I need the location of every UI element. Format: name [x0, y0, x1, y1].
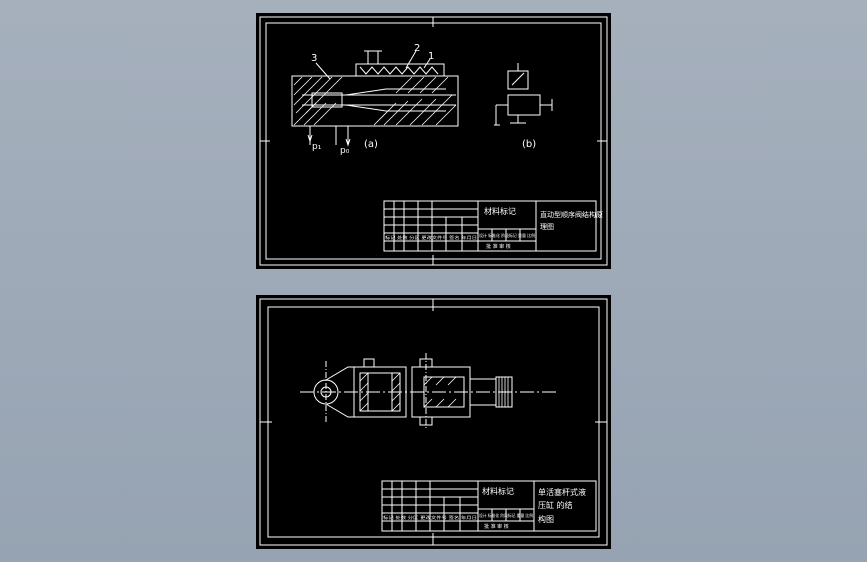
title-block-row-top-2: 设计 标准化 阶段标记 重量 比例 — [479, 232, 535, 238]
title-block-top — [383, 200, 597, 252]
title-block-row-bottom-1: 标记 处数 分区 更改文件号 签名 年月日 — [383, 514, 477, 520]
title-block-header-top: 材料标记 — [484, 206, 516, 216]
title-block-approval-top: 批 准 审 核 — [486, 243, 511, 250]
drawing-bottom-svg: 材料标记 单活塞杆式液 压缸 的结 构图 标记 处数 分区 更改文件号 签名 年… — [259, 298, 608, 546]
drawing-title-bottom-line3: 构图 — [538, 514, 554, 524]
drawing-title-bottom-line1: 单活塞杆式液 — [538, 487, 586, 497]
part-label-3: 3 — [311, 53, 317, 64]
sequence-valve-symbol — [494, 63, 553, 126]
title-block-header-bottom: 材料标记 — [482, 486, 514, 496]
pressure-label-p1: p₁ — [312, 142, 322, 152]
pressure-label-p0: p₀ — [340, 146, 350, 156]
title-block-row-top-1: 标记 处数 分区 更改文件号 签名 年月日 — [385, 234, 477, 240]
valve-section-view — [291, 50, 459, 147]
drawing-top-svg: 3 2 1 p₁ p₀ (a) (b) — [259, 16, 608, 266]
title-block-approval-bottom: 批 准 审 核 — [484, 523, 509, 530]
drawing-title-top-line2: 理图 — [540, 223, 554, 231]
title-block-row-bottom-2: 设计 标准化 阶段标记 重量 比例 — [479, 512, 533, 518]
cylinder-drawing — [300, 353, 556, 429]
title-block-bottom — [381, 480, 597, 532]
drawing-title-top-line1: 直动型顺序阀结构原 — [540, 210, 603, 219]
part-label-2: 2 — [414, 43, 420, 54]
drawing-sheet-bottom[interactable]: 材料标记 单活塞杆式液 压缸 的结 构图 标记 处数 分区 更改文件号 签名 年… — [256, 295, 611, 549]
part-label-1: 1 — [428, 51, 434, 62]
view-label-b: (b) — [522, 139, 536, 150]
drawing-title-bottom-line2: 压缸 的结 — [538, 500, 573, 510]
drawing-sheet-top[interactable]: 3 2 1 p₁ p₀ (a) (b) — [256, 13, 611, 269]
view-label-a: (a) — [364, 139, 378, 150]
